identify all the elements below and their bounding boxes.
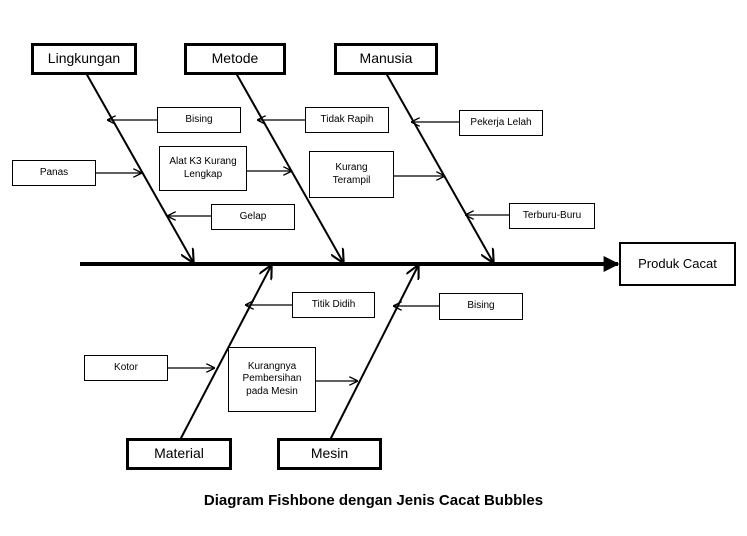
cause-kurang-terampil: Kurang Terampil — [309, 151, 394, 198]
cause-panas: Panas — [12, 160, 96, 186]
bone-mesin — [329, 266, 418, 441]
cause-kurangnya-pembersihan: Kurangnya Pembersihan pada Mesin — [228, 347, 316, 412]
cause-pekerja-lelah: Pekerja Lelah — [459, 110, 543, 136]
cause-bising-lingkungan: Bising — [157, 107, 241, 133]
bone-manusia — [385, 72, 493, 262]
effect-box: Produk Cacat — [619, 242, 736, 286]
cause-tidak-rapih: Tidak Rapih — [305, 107, 389, 133]
category-lingkungan: Lingkungan — [31, 43, 137, 75]
category-material: Material — [126, 438, 232, 470]
cause-gelap: Gelap — [211, 204, 295, 230]
category-metode: Metode — [184, 43, 286, 75]
cause-kotor: Kotor — [84, 355, 168, 381]
cause-alat-k3: Alat K3 Kurang Lengkap — [159, 146, 247, 191]
category-mesin: Mesin — [277, 438, 382, 470]
diagram-caption: Diagram Fishbone dengan Jenis Cacat Bubb… — [203, 492, 544, 509]
bone-material — [179, 266, 271, 441]
cause-titik-didih: Titik Didih — [292, 292, 375, 318]
bone-lingkungan — [85, 72, 193, 262]
category-manusia: Manusia — [334, 43, 438, 75]
cause-terburu-buru: Terburu-Buru — [509, 203, 595, 229]
cause-bising-mesin: Bising — [439, 293, 523, 320]
